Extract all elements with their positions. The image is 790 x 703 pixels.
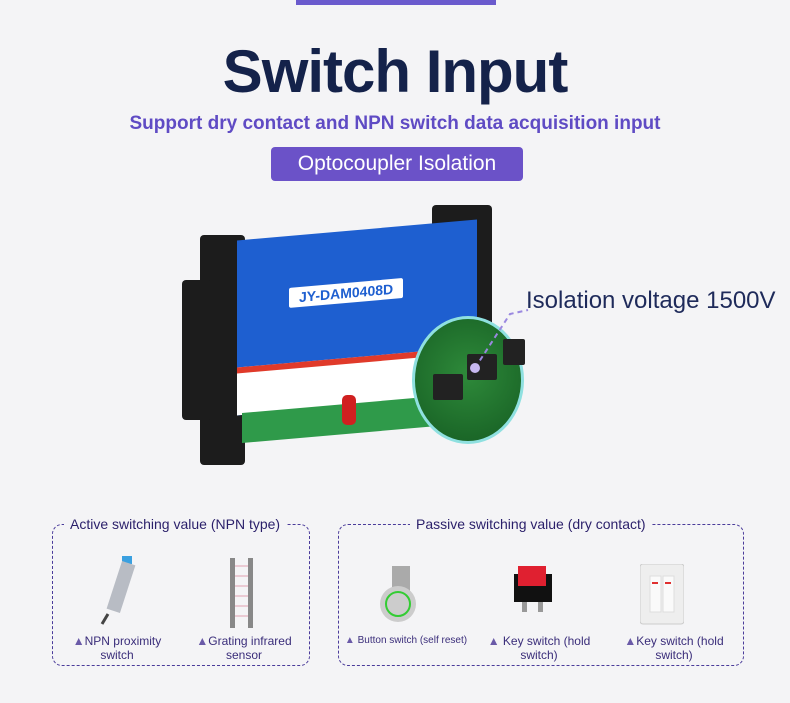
light-curtain-icon [230, 558, 253, 628]
top-accent-bar [296, 0, 496, 5]
callout-line [470, 309, 529, 373]
antenna [342, 395, 356, 425]
passive-group-title: Passive switching value (dry contact) [410, 515, 652, 533]
feature-badge: Optocoupler Isolation [271, 147, 523, 181]
rocker-switch-icon [514, 566, 552, 612]
mount-ear [182, 280, 212, 420]
push-button-icon [380, 566, 416, 622]
active-group-title: Active switching value (NPN type) [64, 515, 287, 533]
wall-switch-icon [640, 564, 684, 625]
isolation-callout: Isolation voltage 1500V [526, 287, 776, 314]
optocoupler-magnifier [412, 316, 525, 444]
item-key-switch-1: ▲ Key switch (hold switch) [487, 634, 591, 662]
item-key-switch-2: ▲Key switch (hold switch) [624, 634, 724, 662]
item-button-switch: ▲ Button switch (self reset) [344, 635, 468, 646]
proximity-sensor-icon [100, 556, 136, 625]
item-grating-sensor: ▲Grating infrared sensor [196, 634, 292, 662]
page-subtitle: Support dry contact and NPN switch data … [129, 113, 661, 134]
item-npn-proximity: ▲NPN proximity switch [72, 634, 162, 662]
page-title: Switch Input [222, 38, 569, 105]
model-label: JY-DAM0408D [289, 277, 404, 308]
product-image: JY-DAM0408D [182, 205, 512, 470]
